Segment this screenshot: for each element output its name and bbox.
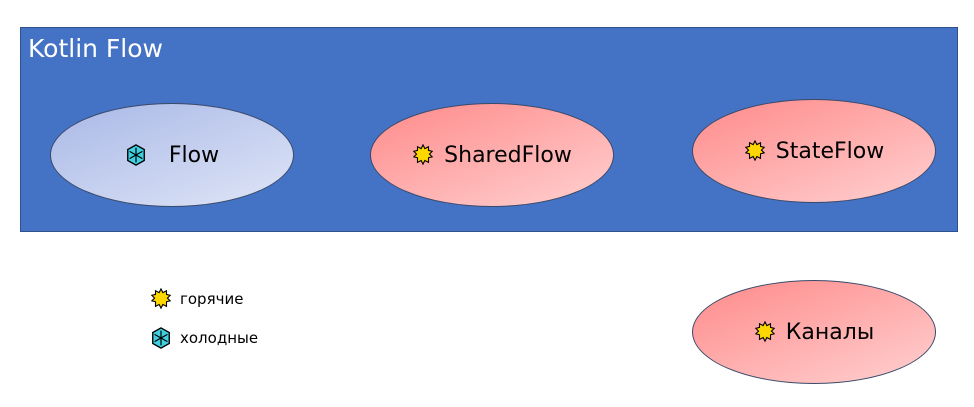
node-sharedflow: SharedFlow — [370, 103, 614, 207]
node-label: Flow — [168, 142, 220, 168]
container-title: Kotlin Flow — [28, 34, 163, 63]
node-channels: Каналы — [692, 280, 936, 384]
node-stateflow: StateFlow — [692, 99, 936, 203]
sun-icon — [744, 140, 766, 162]
legend-label: холодные — [180, 329, 259, 347]
node-label: SharedFlow — [444, 142, 572, 168]
sun-icon — [150, 288, 172, 310]
sun-icon — [754, 321, 776, 343]
legend-hot: горячие — [150, 288, 243, 310]
legend-cold: холодные — [150, 327, 258, 349]
node-flow: Flow — [50, 103, 294, 207]
node-label: Каналы — [785, 319, 875, 345]
snowflake-icon — [150, 327, 172, 349]
sun-icon — [412, 144, 434, 166]
snowflake-icon — [125, 144, 147, 166]
node-label: StateFlow — [775, 138, 885, 164]
legend-label: горячие — [180, 290, 244, 308]
